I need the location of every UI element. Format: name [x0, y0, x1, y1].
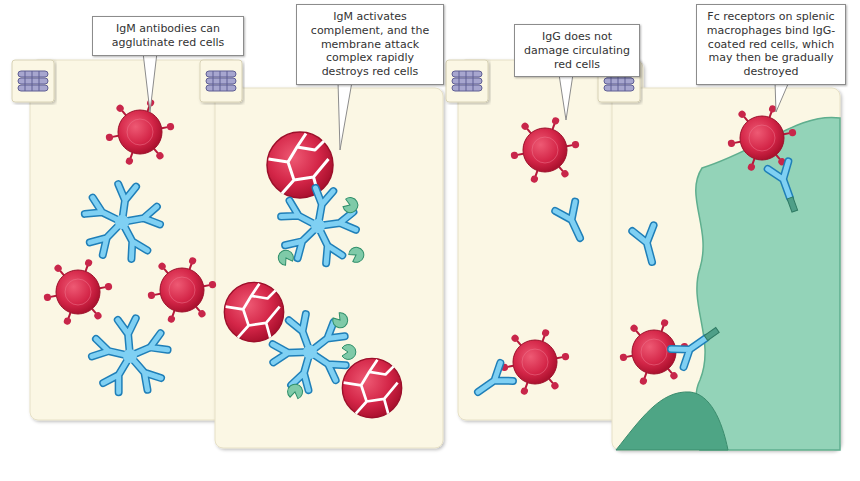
use-shape — [267, 132, 333, 198]
use-shape — [287, 383, 304, 399]
use-shape — [632, 225, 662, 265]
callout-text: IgM activates complement, and the membra… — [303, 10, 437, 79]
macrophage — [616, 392, 728, 450]
use-shape — [79, 180, 164, 262]
use-shape — [276, 247, 296, 266]
use-shape — [472, 363, 513, 401]
use-shape — [12, 60, 54, 102]
callout-pointer — [559, 74, 573, 120]
use-shape — [768, 161, 805, 215]
use-shape — [347, 245, 366, 265]
use-shape — [555, 202, 590, 243]
use-shape — [342, 358, 401, 417]
callout-box: IgM activates complement, and the membra… — [296, 4, 444, 85]
panel — [30, 60, 240, 420]
use-shape — [105, 98, 174, 165]
callout-text: IgM antibodies can agglutinate red cells — [99, 22, 237, 50]
use-shape — [43, 258, 112, 325]
callout-box: IgG does not damage circulating red cell… — [514, 24, 640, 77]
callout-box: IgM antibodies can agglutinate red cells — [92, 16, 244, 56]
panel — [215, 88, 443, 448]
use-shape — [147, 256, 216, 323]
use-shape — [342, 345, 356, 360]
macrophage — [696, 117, 840, 450]
use-shape — [671, 321, 724, 367]
use-shape — [224, 282, 283, 341]
use-shape — [342, 196, 360, 215]
use-shape — [500, 328, 569, 395]
use-shape — [200, 60, 242, 102]
use-shape — [262, 304, 358, 398]
callout-pointer — [143, 53, 157, 113]
callout-pointer — [338, 82, 352, 150]
callout-box: Fc receptors on splenic macrophages bind… — [696, 4, 846, 85]
use-shape — [330, 311, 350, 331]
callout-text: Fc receptors on splenic macrophages bind… — [703, 10, 839, 79]
use-shape — [446, 60, 488, 102]
use-shape — [510, 116, 579, 183]
panel — [612, 88, 840, 450]
callout-text: IgG does not damage circulating red cell… — [521, 30, 633, 71]
callout-pointer — [775, 82, 789, 112]
use-shape — [89, 316, 171, 395]
